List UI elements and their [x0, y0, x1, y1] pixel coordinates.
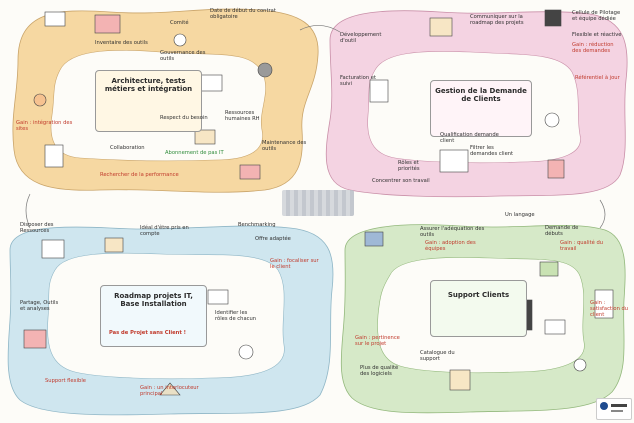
tl-item-1: Comité [170, 20, 189, 26]
tr-item-6: Facturation et suivi [340, 75, 376, 87]
tl-item-6: Gain : intégration des sites [16, 120, 73, 132]
tl-item-7: Collaboration [110, 145, 145, 151]
tl-item-10: Abonnement de pas IT [165, 150, 224, 156]
br-item-7: Plus de qualité des logiciels [360, 365, 399, 377]
center-card-top-left: Architecture, tests métiers et intégrati… [95, 70, 202, 132]
arrow-tr-br [599, 199, 606, 229]
tl-item-11: Rechercher de la performance [100, 172, 179, 178]
bl-item-8: Gain : un interlocuteur principal [140, 385, 199, 397]
br-item-3: Un langage [505, 212, 535, 218]
sketch-icons [23, 9, 614, 396]
tl-item-3: Inventaire des outils [95, 40, 148, 46]
arrow-bl-tl [25, 193, 31, 229]
bl-item-3: Benchmarking [238, 222, 276, 228]
tr-item-4: Flexible et réactive [572, 32, 622, 38]
tl-item-5: Ressources humaines RH [225, 110, 260, 122]
tl-item-8: Respect du besoin [160, 115, 208, 121]
center-label-top-left: Architecture, tests métiers et intégrati… [104, 77, 193, 93]
bl-item-1: Disposer des Ressources [20, 222, 54, 234]
bl-item-4: Offre adaptée [255, 236, 291, 242]
br-item-2: Gain : adoption des équipes [425, 240, 476, 252]
tr-item-2: Communiquer sur la roadmap des projets [470, 14, 524, 26]
badge-no-project: Pas de Projet sans Client ! [109, 330, 187, 336]
tl-item-4: Gouvernance des outils [160, 50, 206, 62]
bl-item-7: Partage, Outils et analyses [20, 300, 59, 312]
bl-item-6: Identifier les rôles de chacun [215, 310, 257, 322]
tr-item-10: Rôles et priorités [398, 160, 420, 172]
tr-item-5: Gain : réduction des demandes [572, 42, 614, 54]
tr-item-8: Filtrer les demandes client [470, 145, 514, 157]
center-card-top-right: Gestion de la Demande de Clients [430, 80, 532, 137]
tr-item-7: Qualification demande client [440, 132, 499, 144]
tl-item-2: Date de début du contrat obligatoire [210, 8, 276, 20]
tr-item-3: Cellule de Pilotage et équipe dédiée [572, 10, 621, 22]
br-item-5: Gain : qualité du travail [560, 240, 604, 252]
br-item-8: Catalogue du support [420, 350, 455, 362]
bl-item-5: Gain : focaliser sur le client [270, 258, 319, 270]
footer-logos [596, 398, 632, 420]
center-label-bottom-right: Support Clients [447, 291, 510, 299]
arrow-tl-tr [299, 25, 341, 33]
center-label-top-right: Gestion de la Demande de Clients [435, 87, 527, 103]
br-item-9: Gain : pertinence sur le projet [355, 335, 400, 347]
bl-item-9: Support flexible [45, 378, 86, 384]
tr-item-9: Référentiel à jour [575, 75, 620, 81]
center-card-bottom-right: Support Clients [430, 280, 527, 337]
br-item-6: Gain : satisfaction du client [590, 300, 629, 318]
bl-item-2: Idéal d'être pris en compte [140, 225, 189, 237]
br-item-4: Demande de débuts [545, 225, 579, 237]
center-label-bottom-left: Roadmap projets IT, Base Installation [114, 292, 193, 308]
tl-item-9: Maintenance des outils [262, 140, 307, 152]
tr-item-11: Concentrer son travail [372, 178, 430, 184]
center-card-bottom-left: Roadmap projets IT, Base Installation Pa… [100, 285, 207, 347]
br-item-1: Assurer l'adéquation des outils [420, 226, 485, 238]
center-logo [282, 190, 354, 216]
tr-item-1: Développement d'outil [340, 32, 382, 44]
